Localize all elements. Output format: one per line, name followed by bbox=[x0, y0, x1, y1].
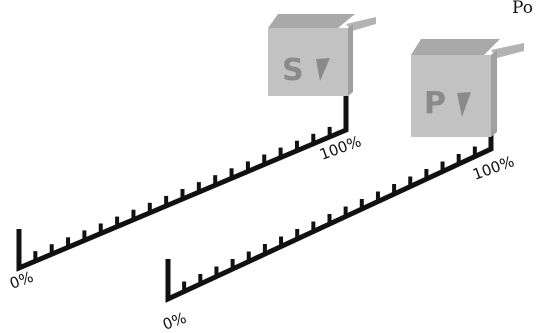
slider-p-flap bbox=[491, 43, 524, 58]
scale-p-ticks bbox=[182, 146, 477, 292]
slider-p-side bbox=[491, 50, 497, 137]
slider-s-flap bbox=[346, 17, 376, 31]
slider-p-pointer-icon bbox=[457, 92, 471, 117]
slider-s-face bbox=[268, 28, 348, 96]
scale-s-ticks bbox=[33, 126, 332, 262]
slider-p-face bbox=[411, 55, 491, 137]
slider-s-letter: S bbox=[282, 53, 304, 88]
slider-s[interactable]: S bbox=[268, 14, 376, 96]
top-right-text: Po bbox=[512, 0, 533, 18]
slider-s-pointer-icon bbox=[316, 58, 330, 81]
slider-p[interactable]: P bbox=[411, 39, 524, 137]
slider-p-letter: P bbox=[424, 86, 446, 121]
scale-s: S 0% 100% bbox=[7, 14, 376, 293]
slider-p-top bbox=[411, 39, 500, 55]
slider-s-top bbox=[268, 14, 355, 28]
scale-s-min-label: 0% bbox=[7, 268, 36, 293]
slider-s-side bbox=[348, 24, 353, 96]
scale-p-min-label: 0% bbox=[160, 309, 189, 333]
